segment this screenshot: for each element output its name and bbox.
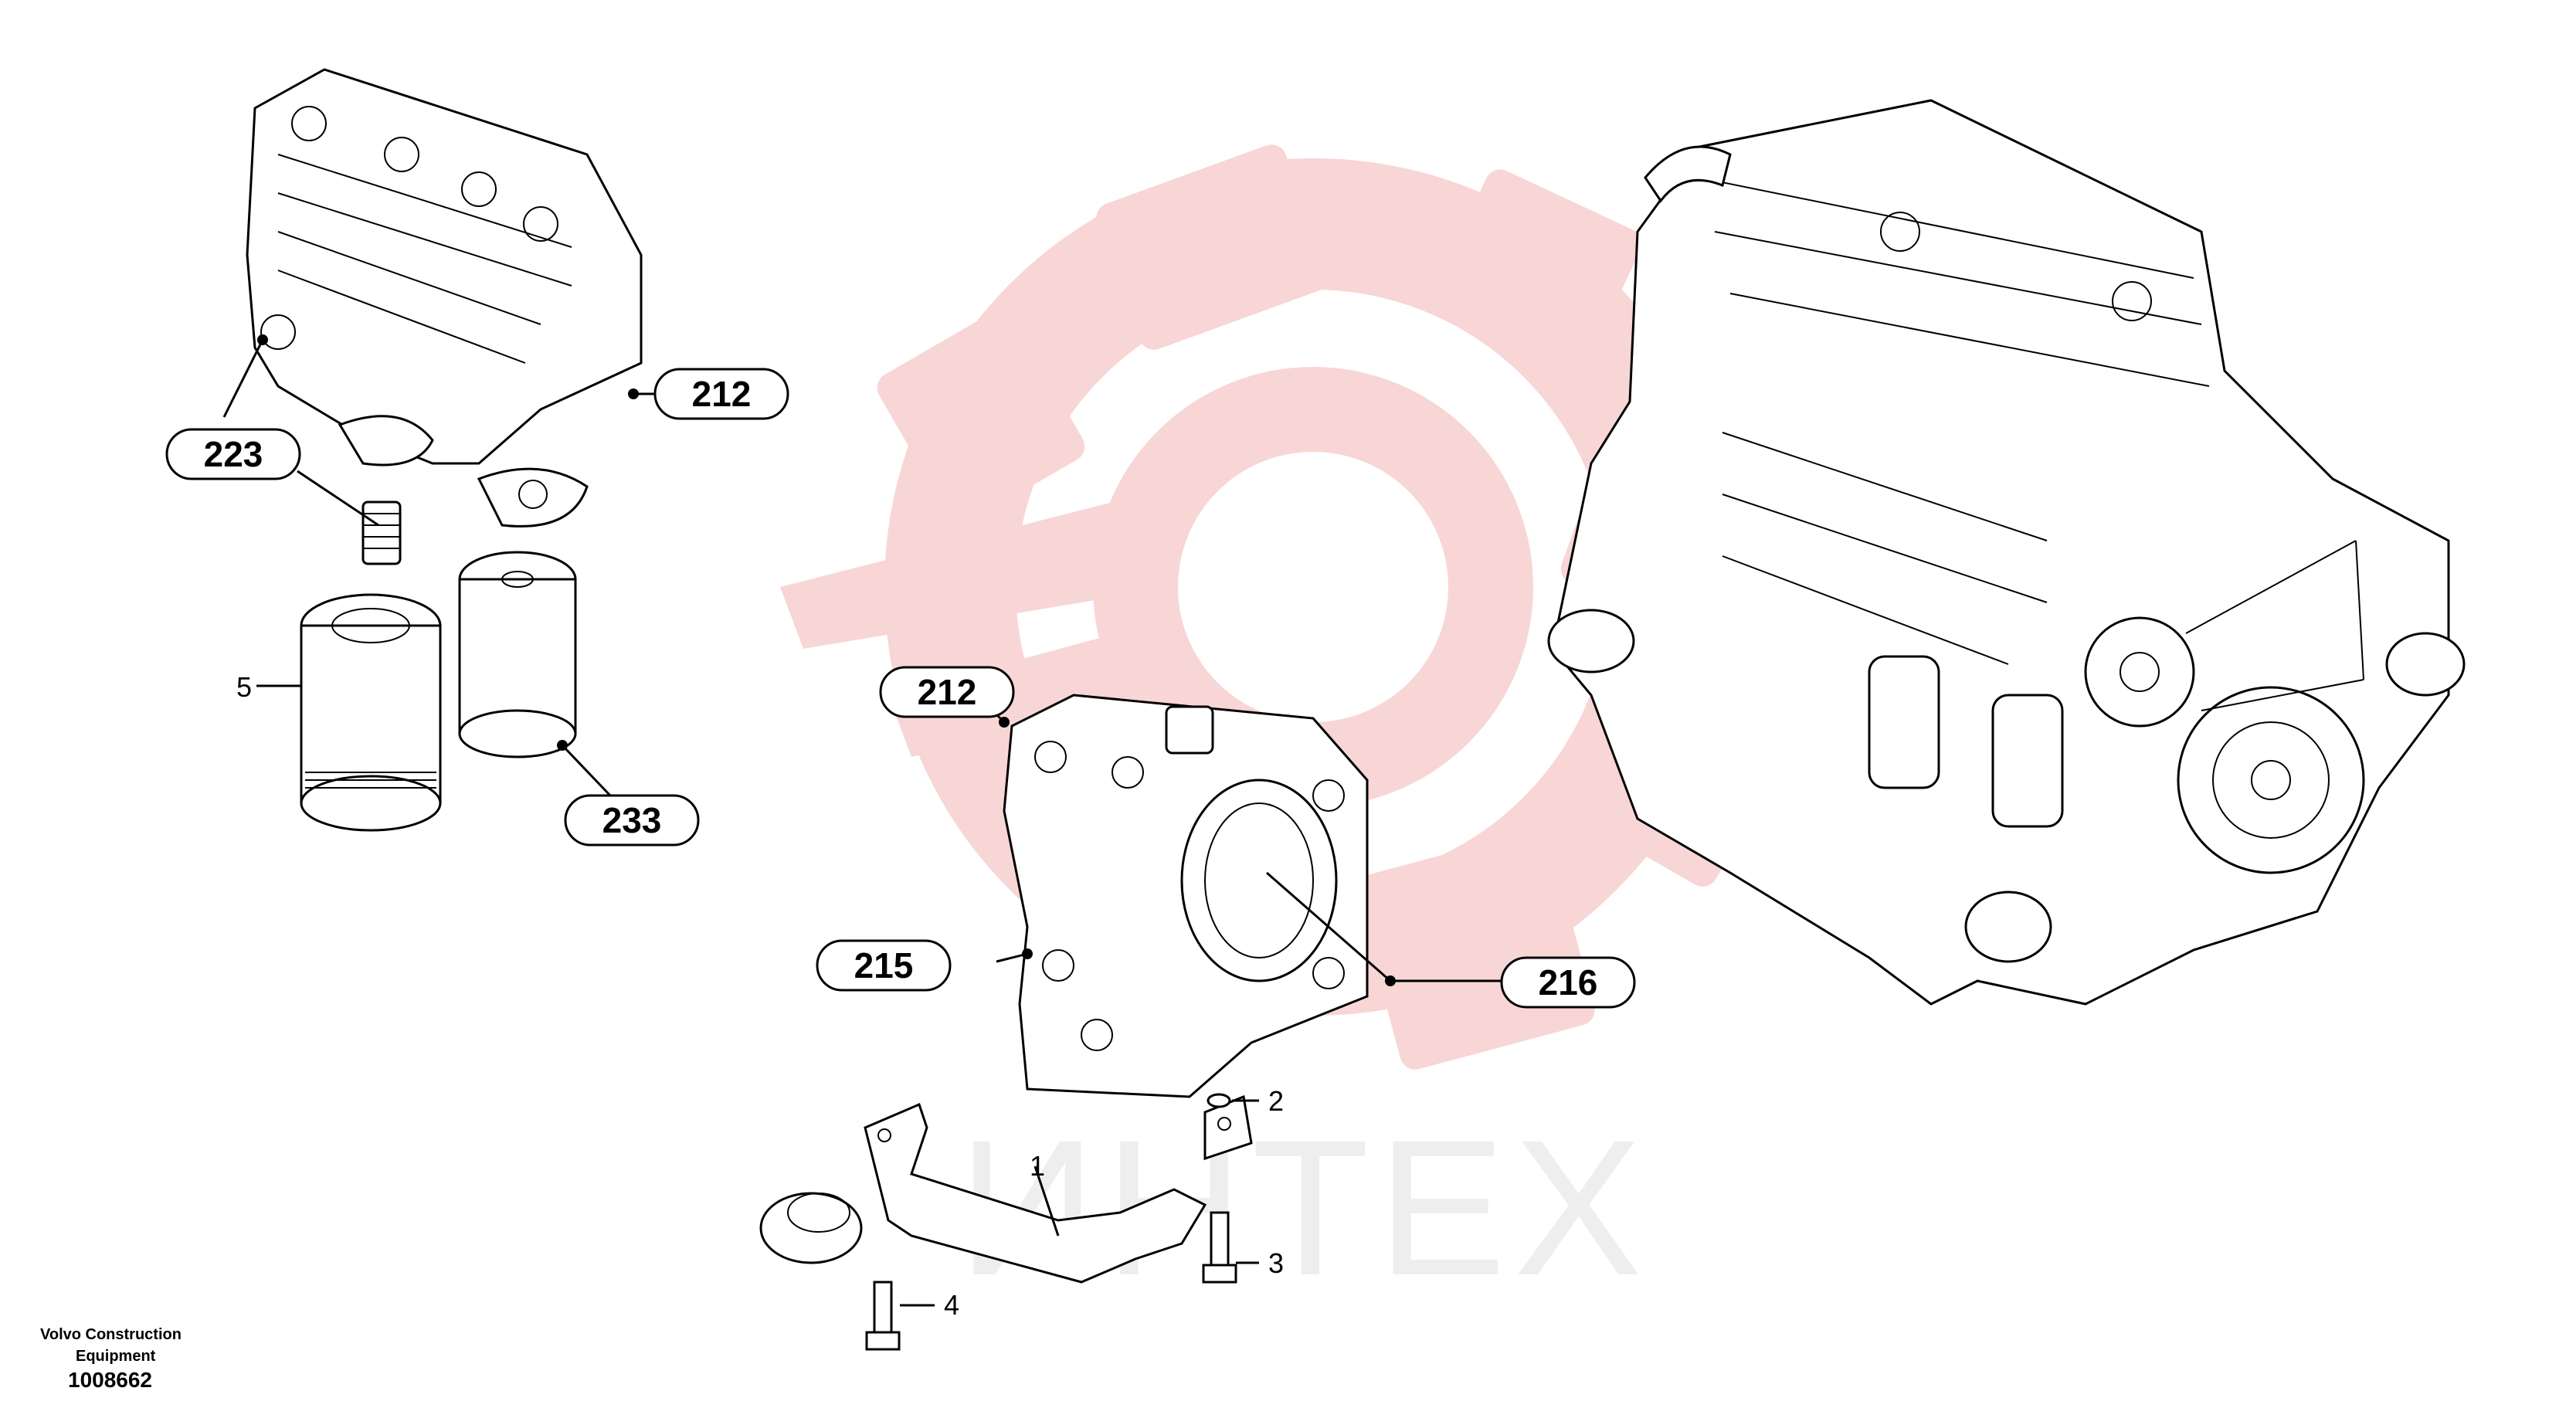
callout-233-text: 233 <box>602 800 662 840</box>
engine-assembly-drawing <box>1547 99 2466 1006</box>
callout-212-center: 212 <box>879 666 1015 718</box>
label-2: 2 <box>1268 1085 1284 1117</box>
timing-cover-drawing <box>1003 694 1369 1098</box>
washer-2-drawing <box>1207 1093 1231 1108</box>
label-1: 1 <box>1030 1150 1045 1182</box>
callout-212-top: 212 <box>653 368 789 420</box>
leader-lines-center <box>900 694 1502 1307</box>
label-4: 4 <box>944 1289 959 1321</box>
oil-pickup-pipe-drawing <box>759 1094 1253 1284</box>
bolt-4-drawing <box>865 1281 901 1351</box>
footer-doc-number: 1008662 <box>68 1368 152 1392</box>
bolt-3-drawing <box>1202 1211 1237 1284</box>
callout-215-text: 215 <box>854 945 914 986</box>
footer-company-line2: Equipment <box>76 1348 156 1365</box>
callout-216-text: 216 <box>1539 962 1598 1003</box>
label-3: 3 <box>1268 1247 1284 1279</box>
leader-lines-top-left <box>222 334 657 797</box>
callout-215: 215 <box>816 939 952 992</box>
callout-233: 233 <box>564 794 700 846</box>
callout-212-center-text: 212 <box>918 672 977 712</box>
footer-company-line1: Volvo Construction <box>40 1326 182 1343</box>
oil-filter-5-drawing <box>300 593 442 832</box>
watermark-text: ИНТЕХ <box>958 1100 1650 1315</box>
callout-223-text: 223 <box>204 434 263 474</box>
callout-212-top-text: 212 <box>692 374 752 414</box>
callout-216: 216 <box>1500 956 1636 1009</box>
oil-filter-housing-drawing <box>246 68 643 528</box>
threaded-nipple-drawing <box>361 500 402 565</box>
callout-223: 223 <box>165 428 301 480</box>
label-5: 5 <box>236 671 252 703</box>
oil-filter-233-drawing <box>458 551 577 758</box>
